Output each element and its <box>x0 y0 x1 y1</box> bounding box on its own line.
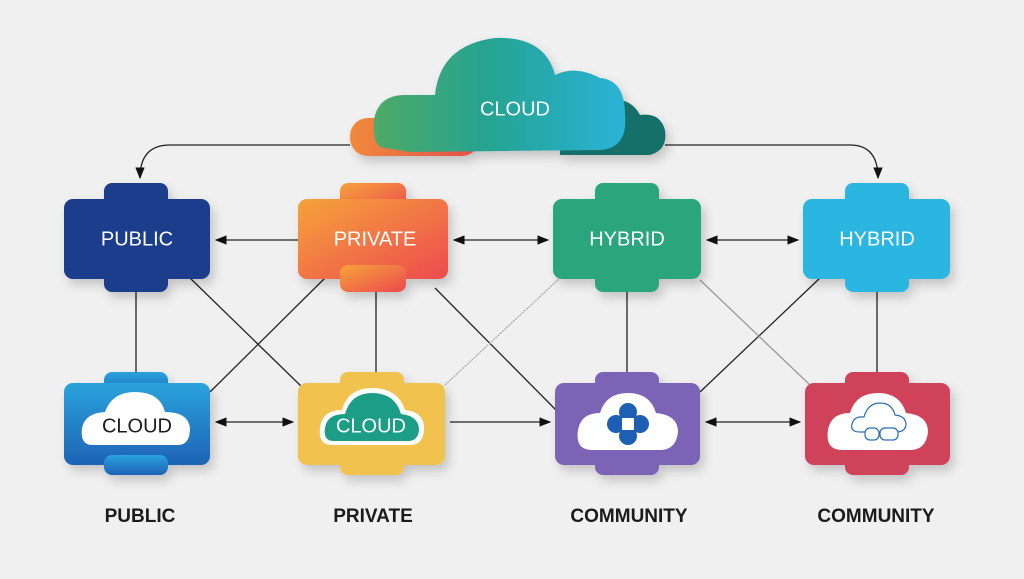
connector-lines <box>135 144 883 427</box>
cloud-text-icon: CLOUD <box>319 388 425 445</box>
label-community-2: COMMUNITY <box>817 506 935 527</box>
medical-cross-cloud-icon <box>577 393 678 450</box>
node-bottom-community-purple[interactable] <box>555 372 700 475</box>
label-community: COMMUNITY <box>570 506 688 527</box>
svg-text:HYBRID: HYBRID <box>589 228 665 250</box>
svg-text:CLOUD: CLOUD <box>102 415 172 437</box>
label-private: PRIVATE <box>333 506 413 527</box>
node-bottom-public[interactable]: CLOUD <box>64 372 210 475</box>
main-cloud-label: CLOUD <box>480 98 550 120</box>
svg-text:CLOUD: CLOUD <box>336 415 406 437</box>
node-top-private[interactable]: PRIVATE <box>298 183 448 292</box>
label-public: PUBLIC <box>104 506 176 527</box>
node-bottom-private[interactable]: CLOUD <box>298 372 445 475</box>
main-cloud[interactable]: CLOUD <box>350 37 666 156</box>
svg-text:HYBRID: HYBRID <box>839 228 915 250</box>
svg-text:PUBLIC: PUBLIC <box>101 228 173 250</box>
cloud-outline-icon <box>827 393 928 450</box>
node-bottom-community-red[interactable] <box>805 372 950 475</box>
cloud-text-icon: CLOUD <box>81 392 190 445</box>
node-top-public[interactable]: PUBLIC <box>64 183 210 292</box>
node-top-hybrid-green[interactable]: HYBRID <box>553 183 701 292</box>
node-top-hybrid-blue[interactable]: HYBRID <box>803 183 950 292</box>
svg-text:PRIVATE: PRIVATE <box>334 228 417 250</box>
